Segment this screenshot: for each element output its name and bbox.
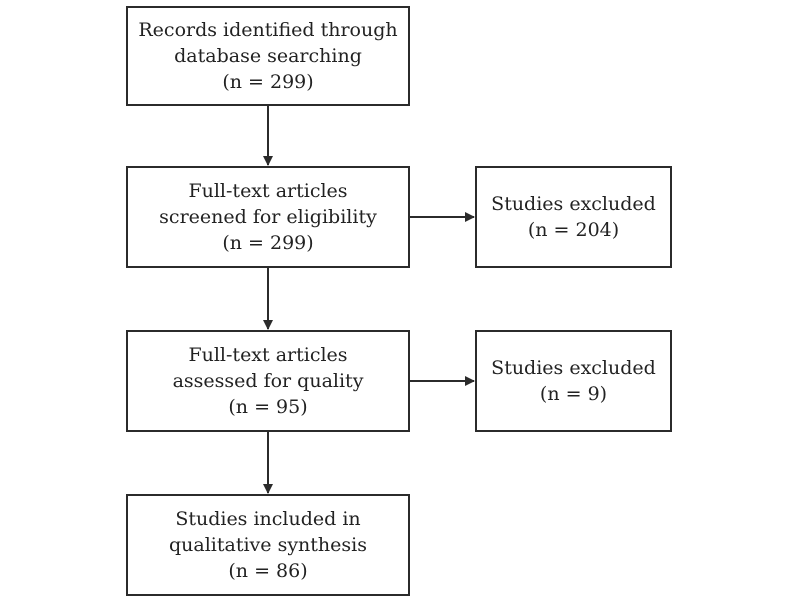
excluded-quality-count: (n = 9) [539,383,608,405]
studies-included-box: Studies included in qualitative synthesi… [126,494,410,596]
articles-screened-line2: screened for eligibility [159,206,377,228]
articles-assessed-line1: Full-text articles [188,344,348,366]
studies-included-count: (n = 86) [228,560,308,582]
records-identified-line2: database searching [174,45,362,67]
records-identified-box: Records identified through database sear… [126,6,410,106]
articles-screened-line1: Full-text articles [188,180,348,202]
articles-screened-count: (n = 299) [222,232,314,254]
records-identified-line1: Records identified through [138,19,398,41]
articles-assessed-count: (n = 95) [228,396,308,418]
articles-assessed-line2: assessed for quality [172,370,364,392]
excluded-quality-box: Studies excluded (n = 9) [475,330,672,432]
excluded-screening-box: Studies excluded (n = 204) [475,166,672,268]
excluded-screening-label: Studies excluded [491,193,656,215]
studies-included-line2: qualitative synthesis [169,534,367,556]
excluded-screening-count: (n = 204) [527,219,620,241]
articles-screened-box: Full-text articles screened for eligibil… [126,166,410,268]
articles-assessed-box: Full-text articles assessed for quality … [126,330,410,432]
studies-included-line1: Studies included in [175,508,361,530]
excluded-quality-label: Studies excluded [491,357,656,379]
records-identified-count: (n = 299) [222,71,314,93]
